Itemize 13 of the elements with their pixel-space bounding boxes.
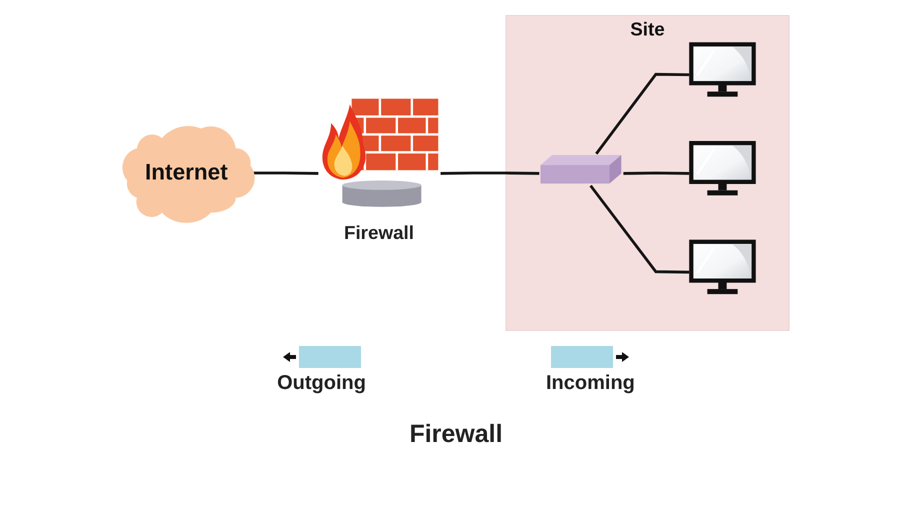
node-box [538, 153, 623, 186]
node-picture [688, 42, 756, 100]
caption: Firewall [409, 420, 503, 448]
node-picture [688, 239, 756, 297]
direction-label: Incoming [546, 372, 635, 395]
cloud-node: Internet [122, 126, 255, 223]
connector-line [590, 184, 690, 274]
connector-line [440, 172, 540, 175]
connector-line [252, 172, 318, 175]
connector-line [595, 72, 690, 155]
node-picture [688, 140, 756, 198]
connector-line [623, 172, 690, 175]
direction-label: Outgoing [277, 372, 366, 395]
